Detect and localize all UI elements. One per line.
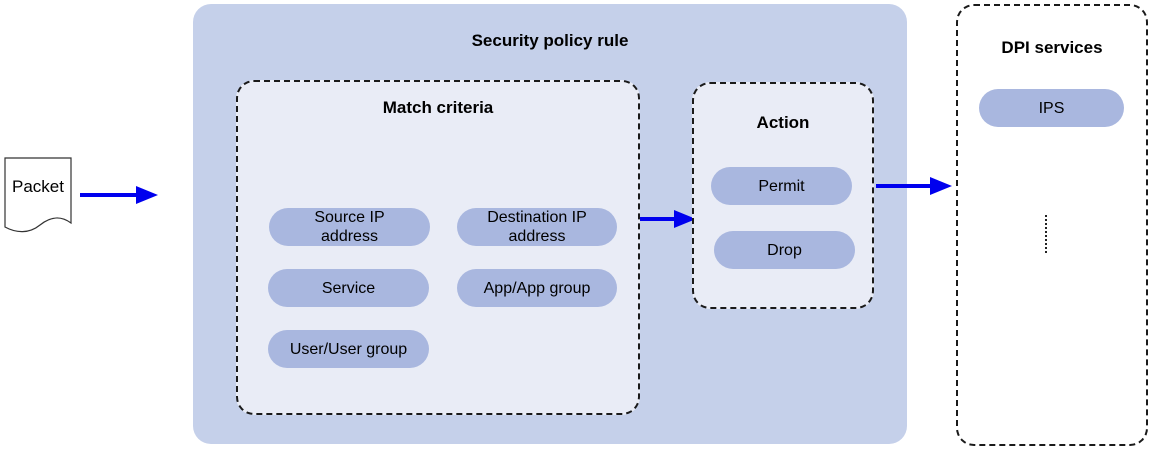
arrow-action-to-dpi: [876, 177, 952, 195]
criteria-user-group: User/User group: [268, 330, 429, 368]
document-icon: [4, 157, 72, 233]
more-services-ellipsis: [1045, 215, 1050, 253]
criteria-destination-ip: Destination IP address: [457, 208, 617, 246]
arrow-packet-to-policy: [80, 186, 158, 204]
dpi-service-ips: IPS: [979, 89, 1124, 127]
action-drop: Drop: [714, 231, 855, 269]
dpi-services-box: DPI services: [956, 4, 1148, 446]
packet-label: Packet: [12, 177, 64, 196]
policy-rule-title: Security policy rule: [471, 31, 629, 50]
arrow-match-to-action: [640, 210, 696, 228]
criteria-app-group: App/App group: [457, 269, 617, 307]
action-title: Action: [756, 113, 810, 132]
match-criteria-title: Match criteria: [382, 98, 494, 117]
dpi-services-title: DPI services: [1001, 38, 1103, 57]
action-permit: Permit: [711, 167, 852, 205]
criteria-service: Service: [268, 269, 429, 307]
criteria-source-ip: Source IP address: [269, 208, 430, 246]
packet-node: Packet: [4, 157, 72, 235]
